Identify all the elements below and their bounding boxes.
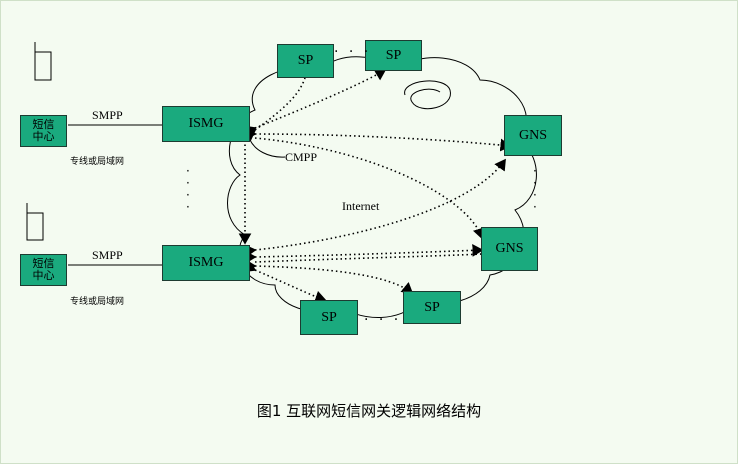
leased-line-label: 专线或局域网 [70,297,125,307]
vertical-ellipsis-left: ···· [186,164,190,214]
cmpp-label: CMPP [285,150,318,164]
link-ismg2-gns1 [244,158,506,258]
ellipsis-top: · · · [334,44,372,60]
sp-node: SP [277,44,334,78]
ellipsis-bottom: · · · [364,312,402,328]
link-ismg1-gns1 [245,127,512,152]
sp-node: SP [403,291,461,324]
link-ismg2-sp-bottomright [245,259,414,295]
sms-center-node: 短信 中心 [20,254,67,286]
smpp-label: SMPP [92,108,123,122]
link-ismg2-gns2-b [254,253,483,263]
link-ismg2-gns2 [245,243,484,264]
phone-icon [26,203,44,241]
ismg-node: ISMG [162,106,250,142]
ismg-node: ISMG [162,245,250,281]
leased-line-label: 专线或局域网 [70,157,125,167]
sms-center-label-line1: 短信 [32,257,55,270]
sp-node: SP [365,40,422,71]
cmpp-pointer [249,139,286,158]
link-ismg1-sp-topright [243,69,387,138]
phone-icon [34,42,52,81]
figure-caption: 图1 互联网短信网关逻辑网络结构 [256,402,482,420]
sms-center-label-line1: 短信 [32,118,55,131]
sp-node: SP [300,300,358,335]
gns-node: GNS [504,115,562,156]
sms-center-label-line2: 中心 [32,269,55,282]
gns-node: GNS [481,227,538,271]
vertical-ellipsis-right: ···· [533,164,537,214]
link-ismg1-sp-topleft [243,77,306,141]
sms-center-label-line2: 中心 [32,130,55,143]
internet-cloud [227,56,537,318]
smpp-label: SMPP [92,248,123,262]
dotted-links [238,69,512,304]
link-ismg2-sp-bottomleft [243,260,327,304]
sms-center-node: 短信 中心 [20,115,67,147]
cloud-swirl [404,80,451,110]
internet-label: Internet [342,199,380,213]
